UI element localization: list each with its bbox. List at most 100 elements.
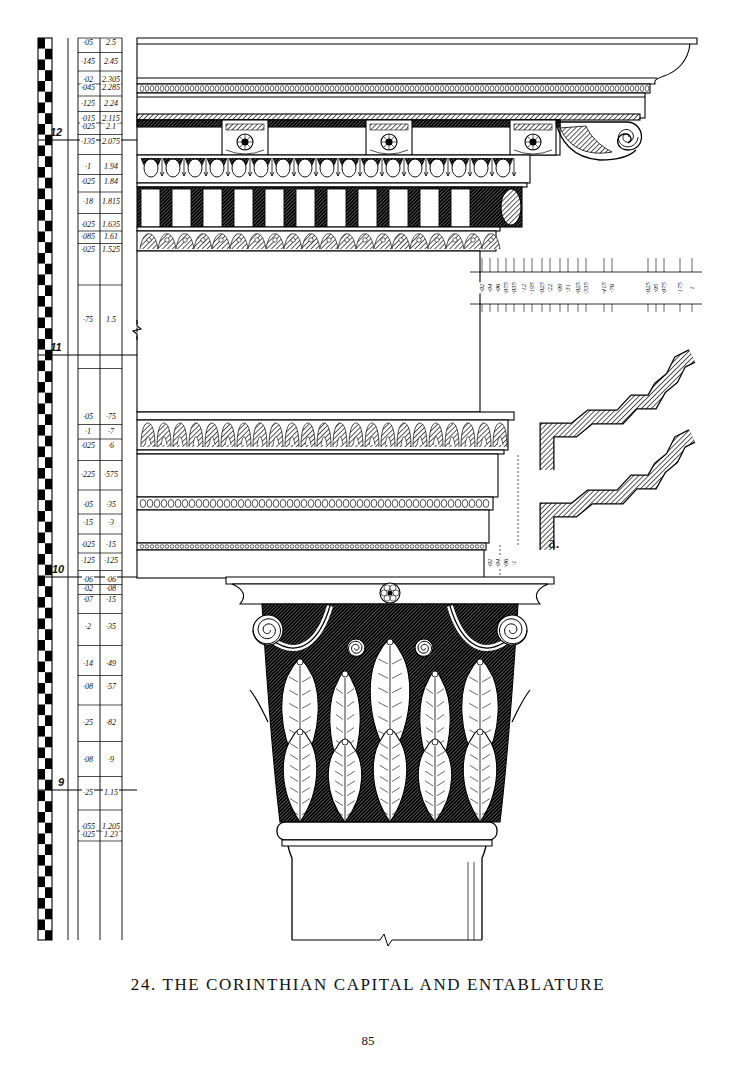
leaf-vein (378, 717, 388, 722)
leaf-vein (378, 659, 388, 664)
dimension-tick (78, 675, 122, 676)
bead (190, 545, 194, 549)
dimension-tick (78, 134, 122, 135)
dimension-figure: ·1 (84, 428, 92, 436)
leaf-bud (345, 238, 349, 242)
scale-segment (45, 791, 52, 802)
leaf-vein (392, 702, 402, 707)
scale-segment (38, 479, 45, 490)
leaf-vein (347, 810, 355, 815)
bead (225, 86, 229, 92)
leaf-motif (230, 234, 248, 249)
leaf-tip (432, 671, 438, 677)
bead (280, 500, 286, 508)
dentil (265, 189, 284, 227)
architrave-fillet (137, 412, 514, 420)
scale-segment (38, 866, 45, 877)
leaf-vein (482, 810, 490, 815)
leaf-vein (347, 761, 355, 766)
bead (231, 500, 237, 508)
dimension-tick (692, 304, 693, 312)
dimension-figure: 1.15 (103, 789, 119, 797)
tongue-leaf (221, 423, 235, 447)
bead (545, 86, 549, 92)
leaf-motif (158, 234, 176, 249)
scale-segment (45, 608, 52, 619)
scale-segment (38, 533, 45, 544)
leaf-vein (289, 690, 298, 695)
scale-segment (38, 887, 45, 898)
shaft-shade (468, 862, 469, 940)
bead (322, 500, 328, 508)
dimension-tick (514, 304, 515, 312)
dimension-figure: ·1 (511, 559, 518, 566)
dart (314, 158, 318, 176)
dimension-figure: ·08 (82, 756, 94, 764)
scale-segment (45, 586, 52, 597)
tongue-leaf (269, 423, 283, 447)
tongue-leaf (429, 423, 443, 447)
scale-segment (38, 586, 45, 597)
bead (336, 500, 342, 508)
bead (585, 86, 589, 92)
volute-stalk-ground (272, 606, 508, 648)
bead (260, 86, 264, 92)
bead (273, 500, 279, 508)
leaf-vein (437, 810, 445, 815)
bead (455, 86, 459, 92)
dimension-tick (612, 304, 613, 312)
scale-segment (38, 296, 45, 307)
leaf-midrib (435, 746, 436, 820)
modillion-scroll (556, 122, 642, 160)
scale-segment (45, 619, 52, 630)
leaf-vein (380, 788, 388, 793)
dimension-tick (78, 810, 122, 811)
leaf-bud (363, 238, 367, 242)
bead (378, 500, 384, 508)
bead (325, 545, 329, 549)
dimension-tick (78, 52, 122, 53)
scroll-leaf (560, 126, 612, 153)
bead (300, 86, 304, 92)
bead (320, 86, 324, 92)
bead (370, 545, 374, 549)
leaf-vein (302, 754, 310, 759)
scale-segment (38, 930, 45, 940)
scale-segment (45, 543, 52, 554)
scale-segment (45, 60, 52, 71)
bead (357, 500, 363, 508)
dimension-tick (550, 258, 551, 272)
shaft-fillet (282, 840, 492, 846)
dimension-tick (78, 213, 122, 214)
scale-segment (45, 662, 52, 673)
bead (375, 86, 379, 92)
bead (355, 86, 359, 92)
bead (154, 500, 160, 508)
modillion-rosette-eye (530, 139, 536, 145)
scroll-spiral (618, 129, 638, 146)
leaf-and-tongue (137, 420, 508, 450)
leaf-motif (176, 234, 194, 249)
dimension-column-rule (78, 38, 79, 940)
modillion (510, 120, 556, 155)
scale-segment (38, 210, 45, 221)
scale-segment (45, 318, 52, 329)
dimension-tick (664, 258, 665, 272)
bead (635, 86, 639, 92)
leaf-vein (437, 715, 444, 720)
bead (530, 86, 534, 92)
bead (630, 86, 634, 92)
egg-and-dart (137, 155, 530, 183)
scale-segment (38, 81, 45, 92)
leaf-bud (309, 238, 313, 242)
scale-segment (45, 199, 52, 210)
scale-segment (45, 242, 52, 253)
leaf-vein (392, 717, 402, 722)
tongue-leaf (445, 423, 459, 447)
leaf-vein (392, 799, 400, 804)
dimension-figure: ·05 (82, 39, 94, 47)
bead (290, 545, 294, 549)
leaf-bud (417, 238, 421, 242)
bead (294, 500, 300, 508)
bead (560, 86, 564, 92)
